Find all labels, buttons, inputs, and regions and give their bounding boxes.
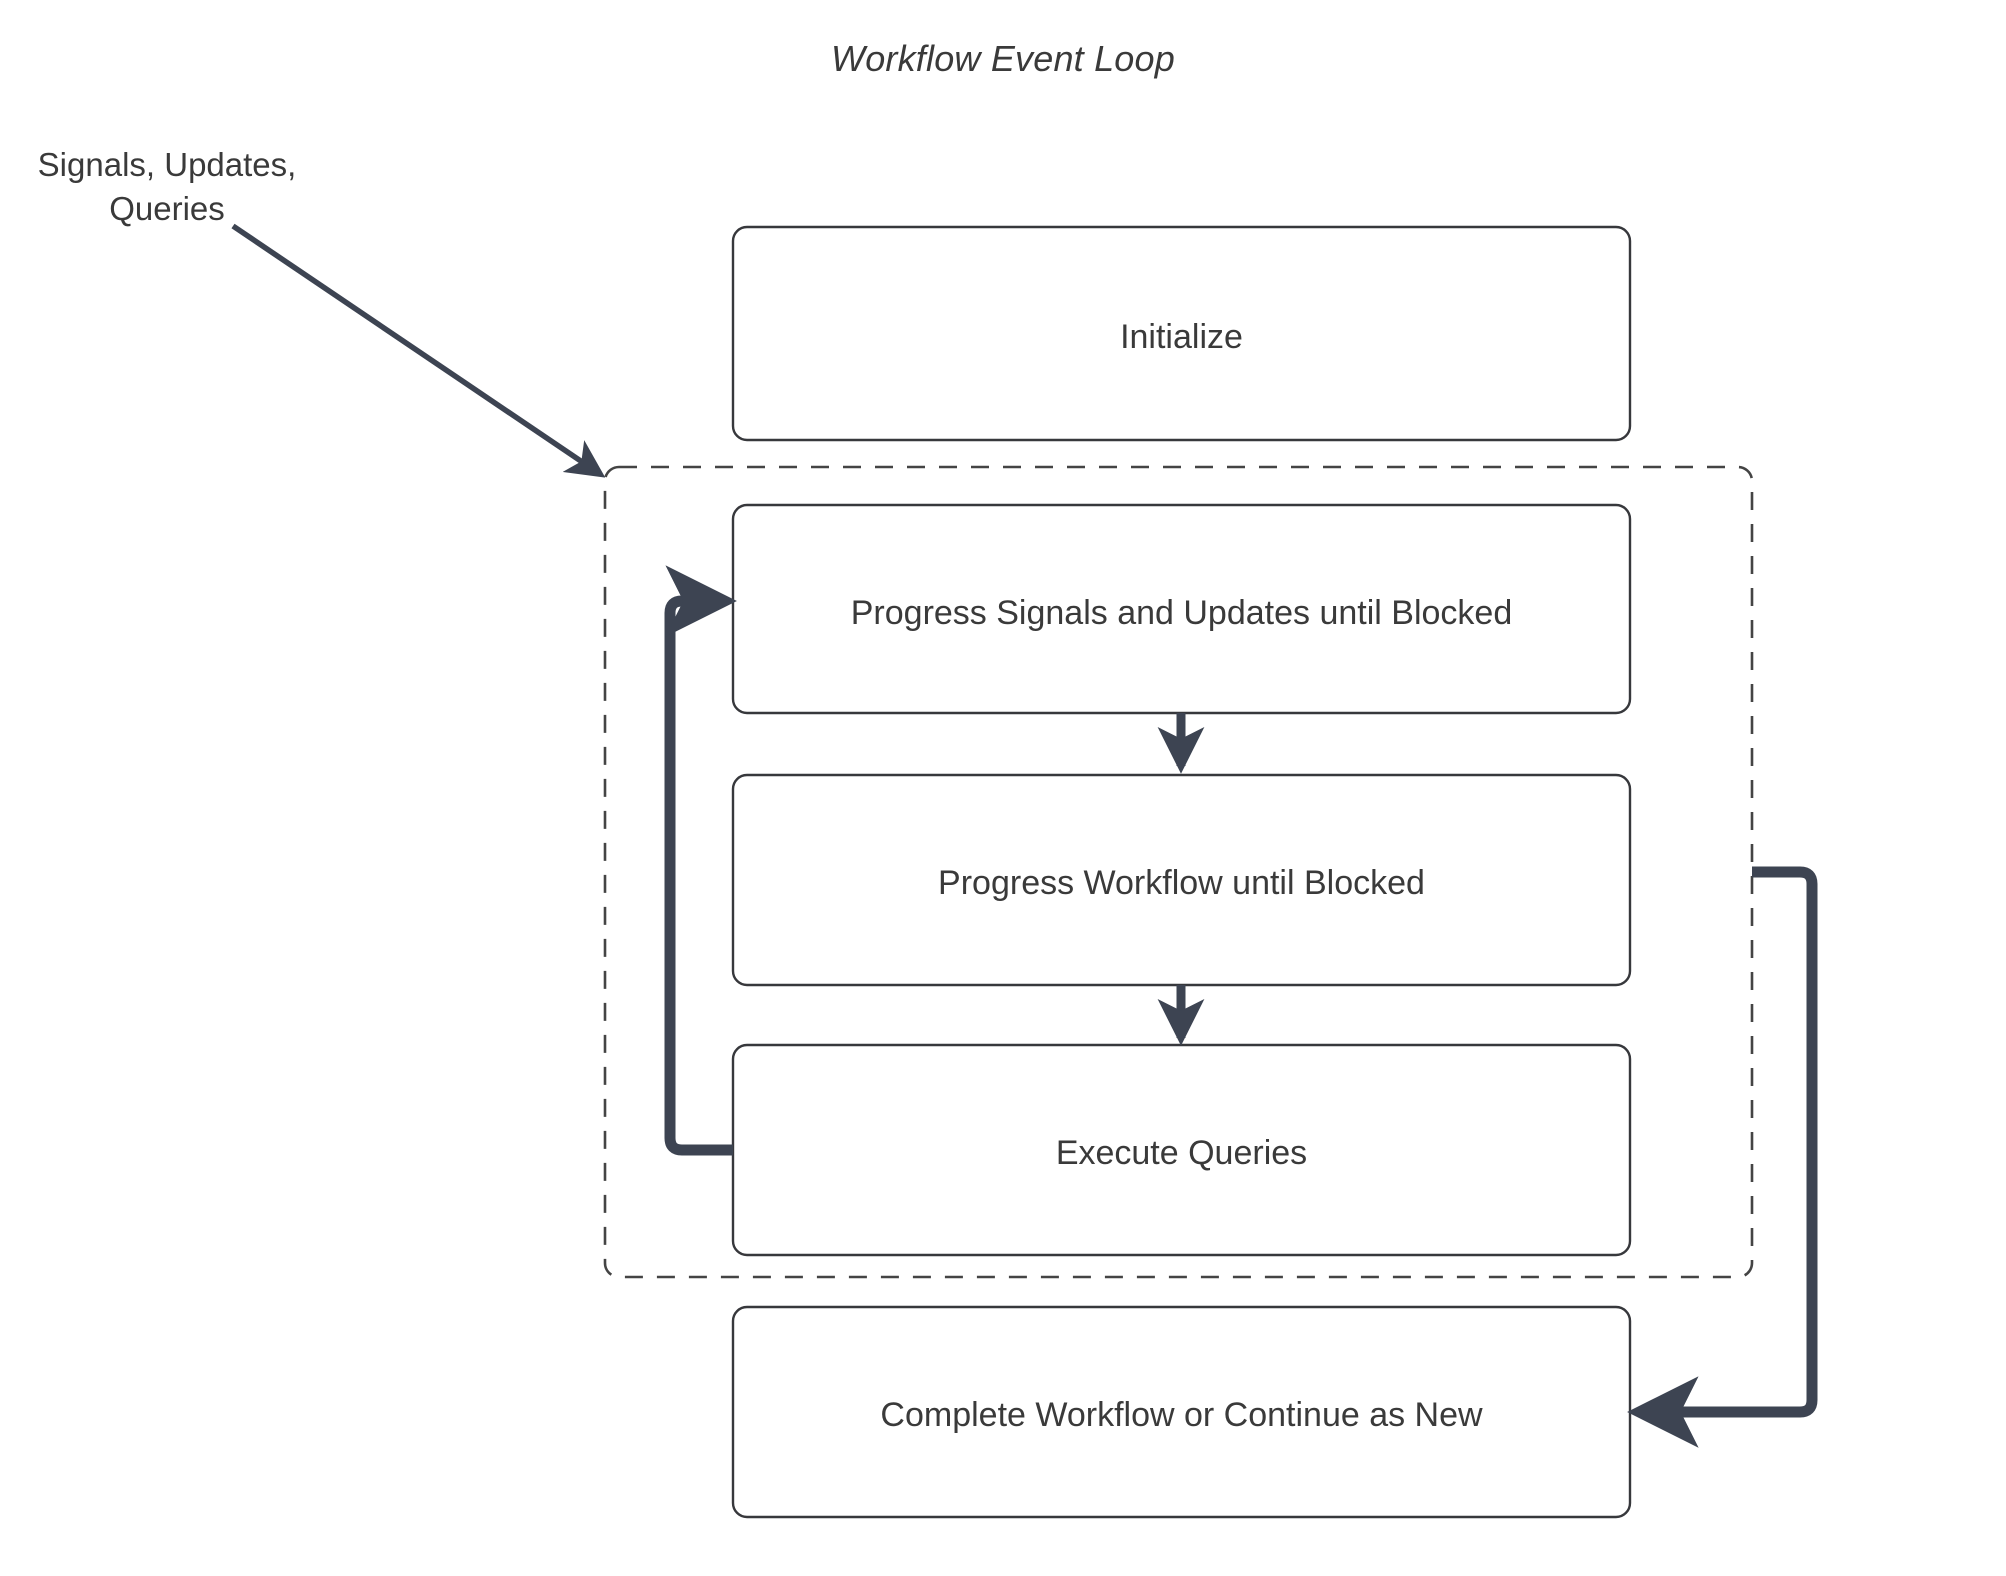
node-box-progress-signals-updates[interactable] xyxy=(731,503,1632,715)
edge-external-input-arrow xyxy=(231,223,606,478)
edge-label-line-2: Queries xyxy=(109,189,225,227)
node-box-progress-workflow[interactable] xyxy=(731,773,1632,987)
page-title: Workflow Event Loop xyxy=(831,38,1175,79)
edge-queries-to-signals-loop xyxy=(664,565,737,1156)
event-loop-group-boundary xyxy=(603,465,1754,1279)
edge-label-line-1: Signals, Updates, xyxy=(37,146,297,183)
edge-group-to-complete-loop xyxy=(1627,866,1818,1448)
node-box-initialize[interactable] xyxy=(731,225,1632,442)
node-box-complete-workflow[interactable] xyxy=(731,1305,1632,1519)
node-box-execute-queries[interactable] xyxy=(731,1043,1632,1257)
edge-label-signals-updates-queries: Signals, Updates, Queries xyxy=(22,143,312,230)
